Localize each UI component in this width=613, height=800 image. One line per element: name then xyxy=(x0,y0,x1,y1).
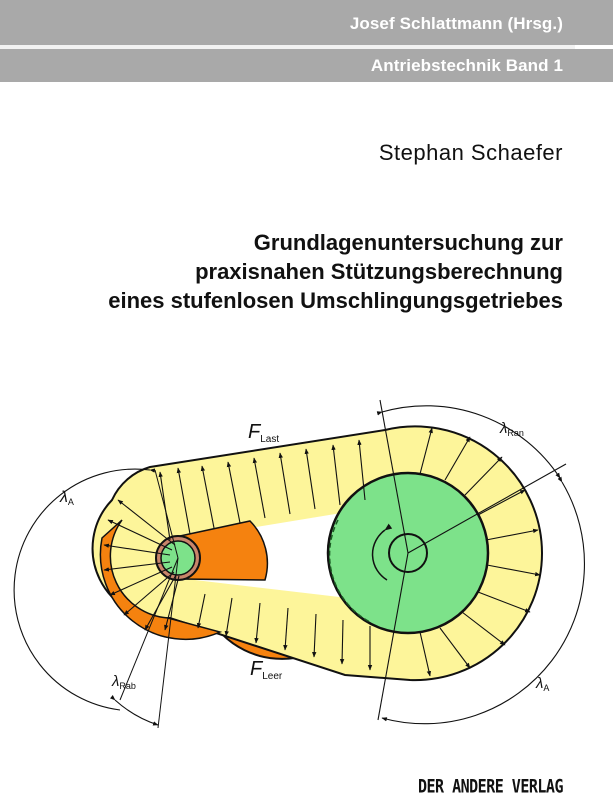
label-lambda-a-right: λA xyxy=(535,675,549,693)
header-band-series xyxy=(0,49,613,82)
title-line-1: Grundlagenuntersuchung zur xyxy=(253,230,563,255)
label-f-leer: FLeer xyxy=(250,658,283,682)
series-title: Antriebstechnik Band 1 xyxy=(370,56,563,75)
label-f-last: FLast xyxy=(248,421,279,445)
title-line-3: eines stufenlosen Umschlingungsgetriebes xyxy=(108,288,563,313)
editor-name: Josef Schlattmann (Hrsg.) xyxy=(349,14,563,33)
label-lambda-rab: λRab xyxy=(111,673,136,691)
angle-dimension-arcs xyxy=(13,405,585,726)
label-lambda-ran: λRan xyxy=(499,420,524,438)
title-line-2: praxisnahen Stützungsberechnung xyxy=(195,259,563,284)
book-title: Grundlagenuntersuchung zur praxisnahen S… xyxy=(108,228,563,315)
label-lambda-a-left: λA xyxy=(59,489,74,507)
author-name: Stephan Schaefer xyxy=(378,140,563,165)
header-divider xyxy=(0,45,575,49)
publisher-logo: DER ANDERE VERLAG xyxy=(417,774,564,798)
belt-drive-diagram: FLast FLeer λA λRan λRab λA xyxy=(13,399,585,729)
header-band-editor xyxy=(0,0,613,45)
